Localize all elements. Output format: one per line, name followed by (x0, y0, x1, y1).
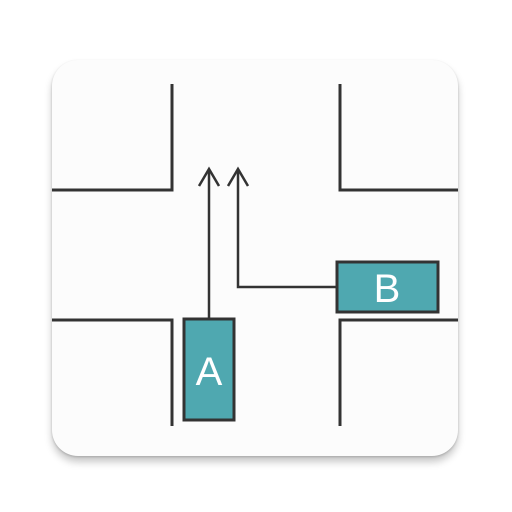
road-edge-bottom-right (338, 318, 458, 426)
road-edge-bottom-left (52, 318, 174, 426)
vehicle-a: A (182, 317, 236, 422)
road-edge-top-left (52, 84, 174, 192)
vehicle-a-label: A (196, 350, 223, 394)
turn-left-arrow-icon (226, 166, 336, 289)
vehicle-b-body (335, 260, 440, 314)
road-edge-top-right (338, 84, 458, 192)
app-icon-card[interactable] (52, 60, 458, 456)
vehicle-b: B (335, 260, 440, 314)
vehicle-b-label: B (374, 267, 401, 311)
straight-arrow-icon (197, 166, 221, 320)
vehicle-a-body (182, 317, 236, 422)
